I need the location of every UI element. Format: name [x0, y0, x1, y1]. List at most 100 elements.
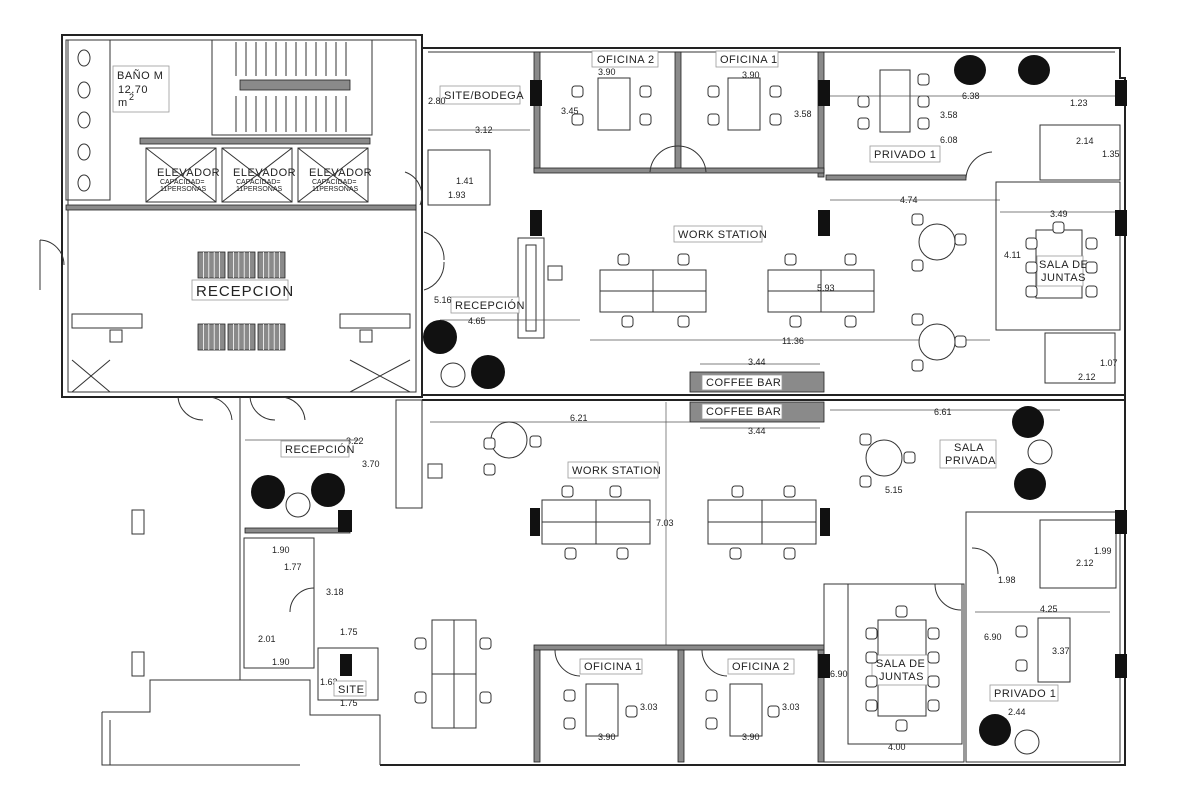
chair — [479, 637, 492, 650]
chair — [529, 435, 542, 448]
chair — [1025, 261, 1038, 274]
exterior-pillar-2 — [131, 651, 145, 677]
sala-juntas-top-box — [1036, 255, 1084, 287]
privado1-door — [965, 151, 993, 179]
dim-4-65: 4.65 — [468, 316, 486, 326]
stair-box — [211, 39, 373, 136]
coffee-bar-top-label: COFFEE BAR — [706, 377, 781, 389]
armchair-7 — [979, 714, 1011, 746]
sala-juntas-top-chairs — [1025, 221, 1098, 298]
chair — [917, 117, 930, 130]
bano-unit: m — [118, 97, 128, 109]
side-table-sala — [1027, 439, 1053, 465]
chair — [844, 315, 857, 328]
chair — [483, 437, 496, 450]
chair — [621, 315, 634, 328]
dim-3-90-b: 3.90 — [742, 70, 760, 80]
site-bodega-label: SITE/BODEGA — [444, 90, 524, 102]
chair — [707, 85, 720, 98]
privado1-front-wall — [825, 174, 967, 181]
privado1-bottom-label: PRIVADO 1 — [994, 688, 1056, 700]
oficina2-bottom-label: OFICINA 2 — [732, 661, 790, 673]
chair — [561, 485, 574, 498]
chair — [414, 691, 427, 704]
small-bath-top — [427, 149, 491, 206]
southwest-wall — [239, 397, 381, 765]
chair — [895, 605, 908, 618]
dim-3-58-a: 3.58 — [794, 109, 812, 119]
chair — [1052, 221, 1065, 234]
sala-juntas-bottom-inner — [847, 583, 963, 745]
dim-3-18: 3.18 — [326, 587, 344, 597]
dim-3-90-d: 3.90 — [742, 732, 760, 742]
dim-6-08: 6.08 — [940, 135, 958, 145]
chair — [911, 213, 924, 226]
armchair-top-1 — [954, 55, 986, 85]
chair — [677, 253, 690, 266]
lobby-door-west — [39, 239, 65, 290]
lobby-seat-block — [227, 251, 256, 279]
elevator-1-label: ELEVADOR — [157, 167, 220, 179]
chair — [617, 253, 630, 266]
sala-privada-label-2: PRIVADA — [945, 455, 996, 467]
elevator-3-label: ELEVADOR — [309, 167, 372, 179]
chair — [783, 485, 796, 498]
chair — [954, 335, 967, 348]
exterior-pillar-1 — [131, 509, 145, 535]
core-block-outline — [61, 34, 423, 398]
lobby-chair-left — [109, 329, 123, 343]
chair — [564, 547, 577, 560]
oficina1-bottom-label: OFICINA 1 — [584, 661, 642, 673]
chair — [927, 675, 940, 688]
chair — [609, 485, 622, 498]
small-bath-e — [1044, 332, 1116, 384]
armchair-5 — [1012, 406, 1044, 438]
lobby-desk-right — [339, 313, 411, 329]
chair — [783, 547, 796, 560]
chair — [616, 547, 629, 560]
sala-juntas-bottom-label-2: JUNTAS — [879, 671, 924, 683]
recepcion-bottom-label: RECEPCIÓN — [285, 443, 355, 456]
dim-1-77: 1.77 — [284, 562, 302, 572]
privado1-top-label: PRIVADO 1 — [874, 149, 936, 161]
coffee-bar-bottom-label: COFFEE BAR — [706, 406, 781, 418]
stair-treads — [235, 42, 347, 132]
oficinas-top-doors — [649, 145, 707, 173]
stair-outline-b — [101, 712, 300, 766]
workstation-bottom-chairs — [414, 435, 796, 704]
small-bath-ne — [1039, 124, 1121, 181]
small-bath-se — [1039, 519, 1117, 589]
dim-2-01: 2.01 — [258, 634, 276, 644]
dim-4-00: 4.00 — [888, 742, 906, 752]
chair — [625, 705, 638, 718]
privado1-bottom-desk — [1037, 617, 1071, 683]
stairwell — [211, 39, 373, 136]
chair — [1085, 285, 1098, 298]
round-table-w — [490, 421, 528, 459]
chair — [927, 651, 940, 664]
chair — [563, 689, 576, 702]
bano-area: 12.70 — [118, 84, 148, 96]
sala-juntas-bottom-box — [871, 654, 929, 686]
east-outer-wall — [380, 47, 1126, 766]
toilet-icons — [77, 49, 91, 192]
armchair-top-2 — [1018, 55, 1050, 85]
work-station-top-label: WORK STATION — [678, 229, 767, 241]
chair — [865, 699, 878, 712]
chair — [639, 85, 652, 98]
chair — [571, 113, 584, 126]
coffee-bar-bottom-box — [701, 403, 783, 420]
round-table-ne-1 — [918, 223, 956, 261]
dim-1-90-b: 1.90 — [272, 657, 290, 667]
dim-3-44-b: 3.44 — [748, 426, 766, 436]
chair — [859, 433, 872, 446]
dim-1-98: 1.98 — [998, 575, 1016, 585]
sala-juntas-top-label-1: SALA DE — [1039, 259, 1088, 271]
elevator-2 — [221, 147, 293, 203]
privado1-top-box — [869, 145, 941, 163]
dim-6-61: 6.61 — [934, 407, 952, 417]
chair — [729, 547, 742, 560]
chair — [917, 73, 930, 86]
armchair-3 — [251, 475, 285, 509]
chair — [677, 315, 690, 328]
